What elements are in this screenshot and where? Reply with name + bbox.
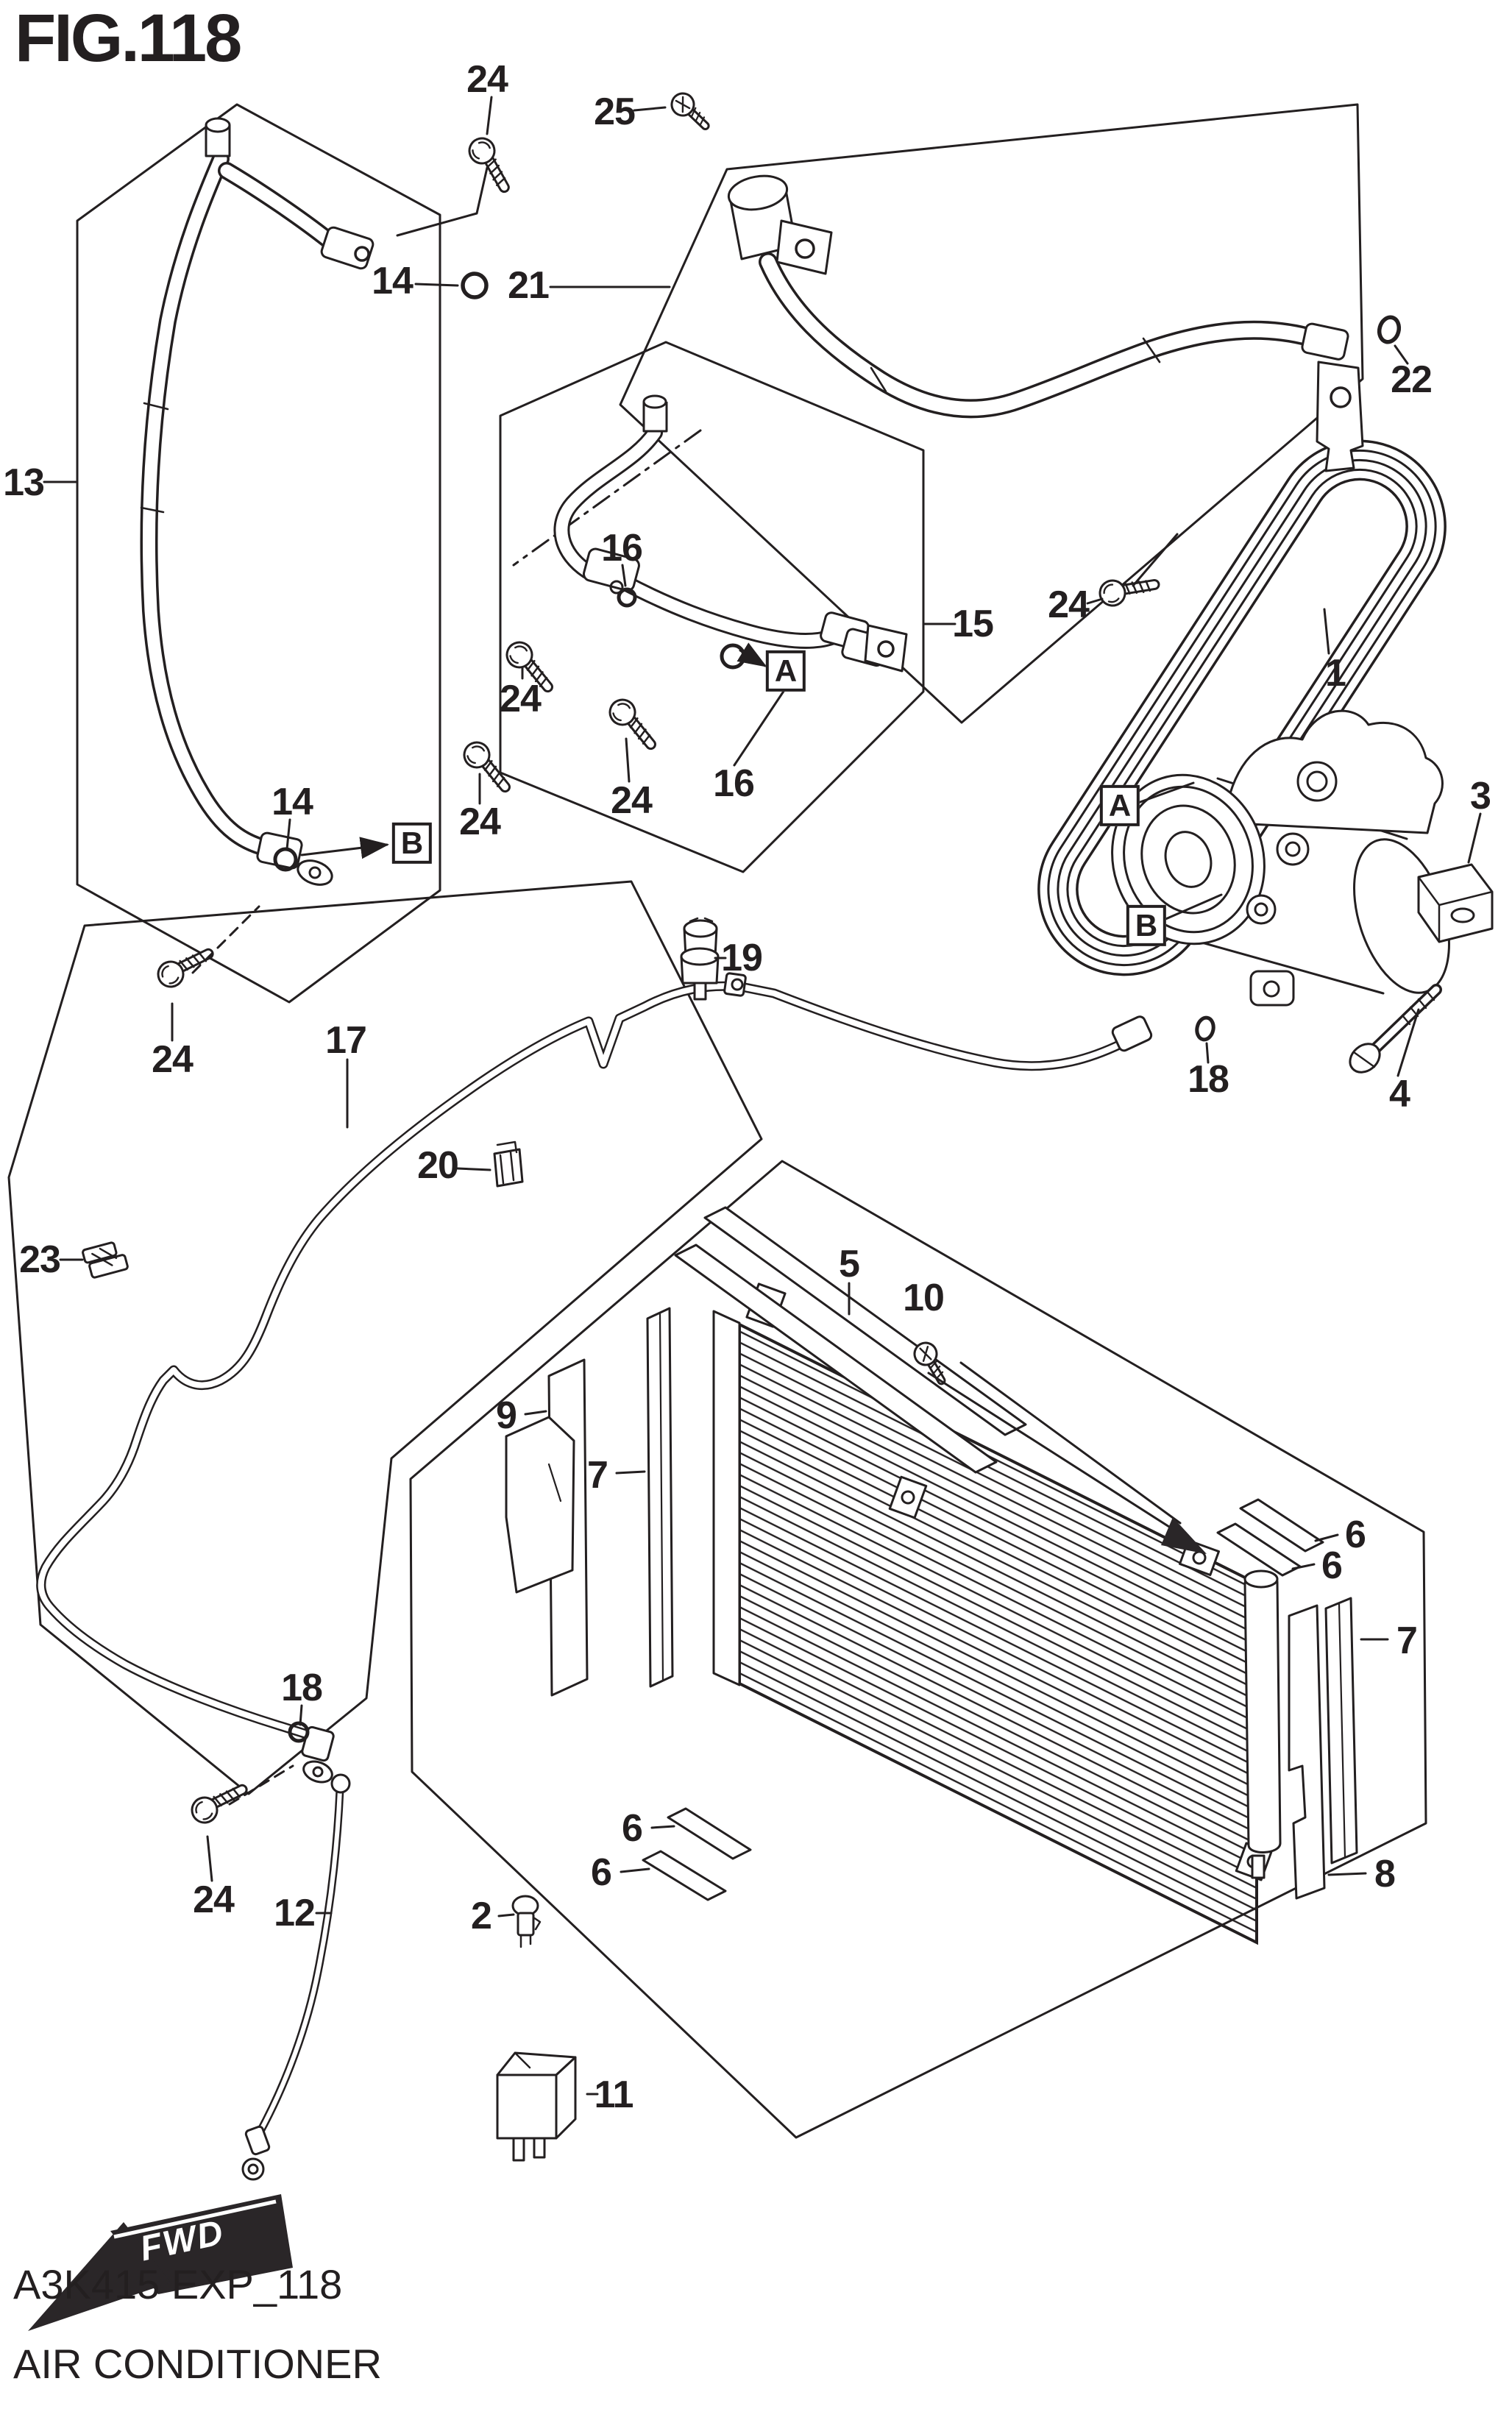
condenser-core xyxy=(712,1310,1258,1945)
bolt-4 xyxy=(1349,984,1442,1074)
group-box-hose-15 xyxy=(499,341,925,873)
bolt-24-hex-lower xyxy=(457,739,517,789)
relay-11 xyxy=(496,2051,577,2162)
hose-21-elbow xyxy=(727,174,833,275)
hose-21-bracket xyxy=(1316,361,1364,472)
bolt-24-top xyxy=(460,134,521,190)
fwd-flag xyxy=(28,2194,293,2331)
hose-13-cap xyxy=(205,117,231,157)
o-ring-22 xyxy=(1377,315,1402,344)
compressor-pulley xyxy=(1111,773,1266,945)
compressor-manifold xyxy=(1229,709,1444,834)
leader-lines xyxy=(43,96,1482,2096)
bracket-9 xyxy=(505,1358,589,1697)
bolt-24-hex-left xyxy=(500,639,559,689)
seal-strip-5 xyxy=(674,1206,1027,1474)
group-box-hose-13 xyxy=(76,103,441,1004)
group-box-condenser xyxy=(409,1160,1427,2139)
bracket-8 xyxy=(1288,1604,1326,1900)
hose-13 xyxy=(140,117,375,886)
hose-15-cap xyxy=(642,394,668,433)
bolt-24-pipe-end xyxy=(187,1772,244,1833)
bolt-24-box13 xyxy=(153,936,210,997)
pipe-17 xyxy=(36,972,1153,1784)
side-seal-7-left xyxy=(646,1307,674,1688)
clip-2 xyxy=(511,1895,542,1948)
receiver-drier xyxy=(1243,1569,1282,1879)
screw-25-icon xyxy=(669,91,711,126)
pressure-switch-19 xyxy=(680,917,720,1001)
seal-strip-6-bottom xyxy=(642,1807,752,1901)
o-ring-16-upper xyxy=(617,587,637,608)
bolt-24-hex-bottom xyxy=(603,696,662,746)
clip-23 xyxy=(82,1241,129,1279)
hose-15 xyxy=(553,394,908,673)
hose-21 xyxy=(727,174,1364,472)
o-ring-14-lower xyxy=(273,847,298,872)
pipe-17-end-fitting xyxy=(301,1725,335,1784)
compressor xyxy=(1111,709,1494,1007)
condenser-left-header xyxy=(712,1310,741,1686)
o-ring-18-left xyxy=(288,1721,310,1743)
clamp-20 xyxy=(493,1140,524,1188)
o-ring-16-lower xyxy=(720,643,746,670)
o-ring-18-right xyxy=(1195,1015,1215,1042)
arrow-10-head xyxy=(1161,1517,1207,1554)
seal-strip-6-top xyxy=(1216,1498,1324,1577)
compressor-mount-block xyxy=(1417,863,1494,943)
rod-12 xyxy=(241,1773,351,2181)
o-ring-14-upper xyxy=(461,272,489,299)
side-seal-7-right xyxy=(1324,1597,1358,1865)
